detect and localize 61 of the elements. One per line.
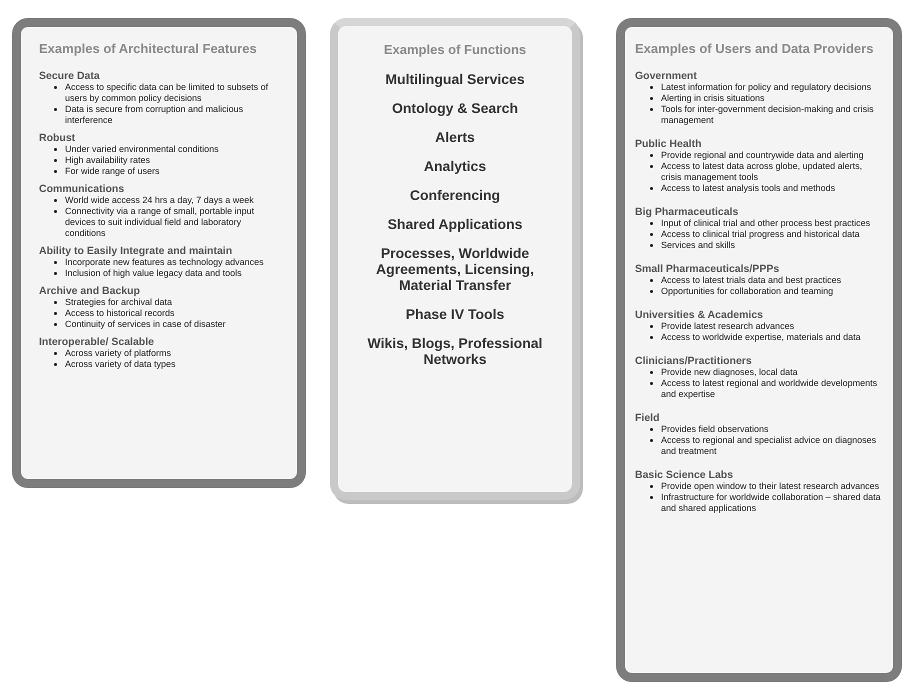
bullet-item: Services and skills <box>661 240 736 250</box>
bullet-item: Opportunities for collaboration and teaming <box>661 286 834 296</box>
bullet-item: World wide access 24 hrs a day, 7 days a week <box>65 195 254 205</box>
section-heading: Field <box>635 412 661 424</box>
bullet-item: Provide open window to their latest research advances <box>661 481 880 491</box>
bullet-item: Tools for inter-government decision-making and crisis management <box>661 104 874 125</box>
section-heading: Communications <box>39 183 126 195</box>
function-item: Shared Applications <box>386 216 524 232</box>
bullet-item: Provide regional and countrywide data and alerting <box>661 150 864 160</box>
panel-heading: Examples of Functions <box>382 42 528 57</box>
bullet-item: Infrastructure for worldwide collaboration – shared data and shared applications <box>661 492 881 513</box>
section-heading: Big Pharmaceuticals <box>635 206 740 218</box>
bullet-item: Access to latest regional and worldwide developments and expertise <box>661 378 878 399</box>
section-heading: Secure Data <box>39 70 101 82</box>
bullet-item: Access to latest data across globe, updated alerts, crisis management tools <box>661 161 862 182</box>
function-item: Ontology & Search <box>390 100 520 116</box>
bullet-item: Across variety of data types <box>65 359 176 369</box>
function-item: Analytics <box>422 158 488 174</box>
bullet-item: Inclusion of high value legacy data and tools <box>65 268 242 278</box>
bullet-item: Access to historical records <box>65 308 175 318</box>
section-heading: Government <box>635 70 698 82</box>
bullet-item: Data is secure from corruption and malicious interference <box>65 104 244 125</box>
function-item: Wikis, Blogs, Professional Networks <box>366 335 544 367</box>
function-item: Multilingual Services <box>384 71 526 87</box>
bullet-item: Strategies for archival data <box>65 297 172 307</box>
section-heading: Archive and Backup <box>39 285 141 297</box>
section-heading: Universities & Academics <box>635 309 764 321</box>
panel-heading: Examples of Architectural Features <box>39 41 258 56</box>
info-panel <box>12 18 306 488</box>
bullet-item: Access to clinical trial progress and historical data <box>661 229 860 239</box>
bullet-item: Across variety of platforms <box>65 348 172 358</box>
section-heading: Ability to Easily Integrate and maintain <box>39 245 234 257</box>
bullet-item: Access to worldwide expertise, materials and data <box>661 332 861 342</box>
bullet-item: Under varied environmental conditions <box>65 144 219 154</box>
bullet-item: Access to latest analysis tools and methods <box>661 183 836 193</box>
function-item: Alerts <box>434 129 476 145</box>
section-heading: Basic Science Labs <box>635 469 734 481</box>
bullet-item: Provides field observations <box>661 424 769 434</box>
bullet-item: Alerting in crisis situations <box>661 93 765 103</box>
bullet-item: Continuity of services in case of disaster <box>65 319 226 329</box>
bullet-item: Access to specific data can be limited to subsets of users by common policy decisions <box>65 82 268 103</box>
bullet-item: Access to regional and specialist advice on diagnoses and treatment <box>661 435 876 456</box>
panel-heading: Examples of Users and Data Providers <box>635 41 874 56</box>
bullet-item: Provide new diagnoses, local data <box>661 367 798 377</box>
function-item: Conferencing <box>408 187 502 203</box>
function-item: Phase IV Tools <box>404 306 506 322</box>
section-heading: Clinicians/Practitioners <box>635 355 753 367</box>
info-panel <box>616 18 902 682</box>
bullet-item: For wide range of users <box>65 166 160 176</box>
bullet-item: Incorporate new features as technology advances <box>65 257 264 267</box>
section-heading: Interoperable/ Scalable <box>39 336 155 348</box>
function-item: Processes, Worldwide Agreements, Licensing, Material Transfer <box>375 245 535 293</box>
section-heading: Small Pharmaceuticals/PPPs <box>635 263 780 275</box>
section-heading: Robust <box>39 132 76 144</box>
bullet-item: High availability rates <box>65 155 150 165</box>
bullet-item: Access to latest trials data and best practices <box>661 275 842 285</box>
bullet-item: Provide latest research advances <box>661 321 794 331</box>
bullet-item: Input of clinical trial and other process best practices <box>661 218 870 228</box>
section-heading: Public Health <box>635 138 703 150</box>
bullet-item: Connectivity via a range of small, portable input devices to suit individual field and laboratory conditions <box>65 206 254 238</box>
bullet-item: Latest information for policy and regulatory decisions <box>661 82 872 92</box>
